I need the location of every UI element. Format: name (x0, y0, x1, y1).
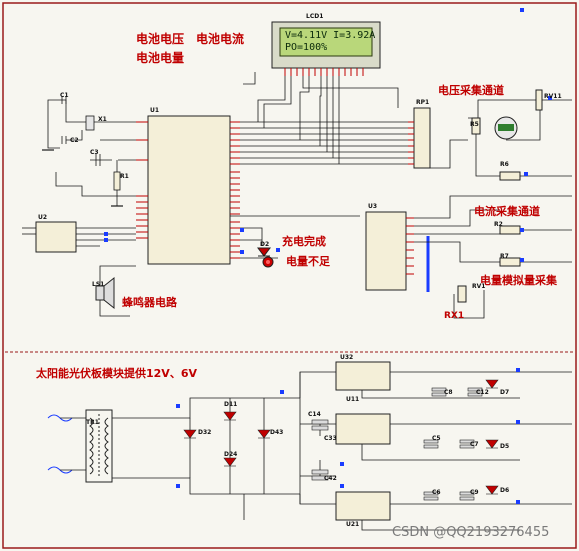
label-capacity-sampling: 电量模拟量采集 (480, 274, 557, 287)
regulators (335, 361, 391, 521)
label-voltage-sampling: 电压采集通道 (438, 84, 504, 97)
label-buzzer-circuit: 蜂鸣器电路 (122, 296, 177, 309)
watermark: CSDN @QQ2193276455 (392, 525, 550, 540)
buzzer-ls1 (95, 265, 136, 317)
status-leds (257, 247, 274, 268)
designator-c3: C3 (90, 149, 99, 156)
bus-wires (240, 72, 412, 259)
designator-u32: U32 (340, 354, 354, 361)
designator-c5: C5 (432, 435, 441, 442)
designator-r1: R1 (120, 173, 129, 180)
resistor-pack-rp1 (408, 107, 431, 169)
designator-c33: C33 (324, 435, 337, 442)
designator-tr1: TR1 (86, 419, 99, 426)
label-low-battery: 电量不足 (286, 255, 330, 268)
label-solar-supply: 太阳能光伏板模块提供12V、6V (36, 367, 197, 380)
rectifier-diodes (183, 379, 499, 495)
lcd-line-2: PO=100% (285, 42, 328, 53)
ic-u3 (230, 211, 414, 291)
designator-c42: C42 (324, 475, 337, 482)
designator-c1: C1 (60, 92, 69, 99)
designator-r2: R2 (494, 221, 503, 228)
lcd-line-1: V=4.11V I=3.92A (285, 30, 376, 41)
oscillator-circuit (42, 96, 136, 207)
designator-u21: U21 (346, 521, 360, 528)
designator-r6: R6 (500, 161, 509, 168)
designator-c9: C9 (470, 489, 479, 496)
mcu-u1 (136, 115, 240, 265)
label-charge-complete: 充电完成 (282, 235, 326, 248)
designator-c7: C7 (470, 441, 479, 448)
designator-d5: D5 (500, 443, 510, 450)
label-current-sampling: 电流采集通道 (474, 205, 540, 218)
label-battery-voltage: 电池电压 (136, 32, 185, 46)
designator-u2: U2 (38, 214, 48, 221)
designator-rx1: RX1 (444, 311, 465, 321)
designator-c6: C6 (432, 489, 441, 496)
designator-u3: U3 (368, 203, 378, 210)
designator-d43: D43 (270, 429, 284, 436)
resistors-right (457, 89, 543, 303)
designator-c14: C14 (308, 411, 321, 418)
designator-r7: R7 (500, 253, 509, 260)
lcd-module (271, 21, 381, 76)
label-battery-current: 电池电流 (196, 32, 245, 46)
designator-rp1: RP1 (416, 99, 430, 106)
designator-c8: C8 (444, 389, 453, 396)
designator-u1: U1 (150, 107, 160, 114)
adc-u2 (22, 221, 136, 253)
designator-d24: D24 (224, 451, 238, 458)
designator-d32: D32 (198, 429, 212, 436)
designator-r5: R5 (470, 121, 479, 128)
designator-d2: D2 (260, 241, 270, 248)
designator-d7: D7 (500, 389, 510, 396)
power-probes (176, 368, 520, 504)
transformer-tr1 (47, 409, 113, 483)
lcd-designator: LCD1 (306, 13, 324, 20)
designator-c2: C2 (70, 137, 79, 144)
designator-d6: D6 (500, 487, 510, 494)
rectifier-wires (60, 371, 572, 531)
sampling-network (414, 99, 572, 319)
designator-rv11: RV11 (544, 93, 562, 100)
designator-d11: D11 (224, 401, 238, 408)
designator-x1: X1 (98, 116, 107, 123)
label-battery-capacity: 电池电量 (136, 51, 185, 65)
filter-capacitors (311, 387, 483, 501)
probe-markers (240, 8, 552, 262)
designator-u11: U11 (346, 396, 360, 403)
designator-rv1: RV1 (472, 283, 486, 290)
designator-c12: C12 (476, 389, 489, 396)
designator-ls1: LS1 (92, 281, 105, 288)
